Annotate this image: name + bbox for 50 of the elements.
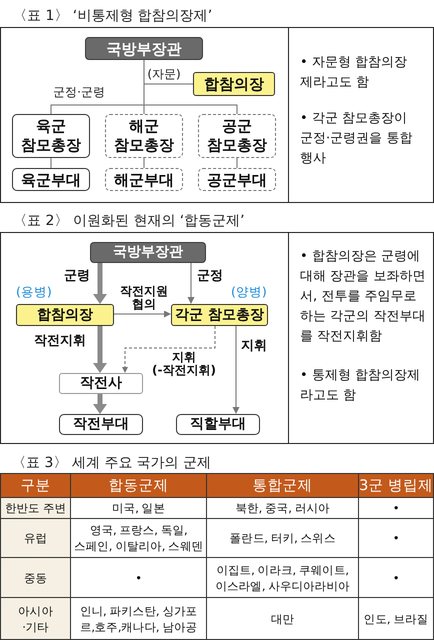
org-box: 해군부대 — [105, 168, 183, 191]
org-box: 공군 참모총장 — [198, 114, 276, 158]
role-label: (양병) — [231, 285, 267, 299]
org-box: 육군부대 — [12, 168, 90, 191]
figure-title: 〈표 3〉 세계 주요 국가의 군제 — [12, 454, 212, 472]
arrow — [188, 262, 194, 304]
arrow — [93, 263, 107, 304]
org-box: 공군부대 — [198, 168, 276, 191]
table-cell: 유럽 — [0, 518, 71, 558]
org-box: 해군 참모총장 — [105, 114, 183, 158]
note-text: • 자문형 합참의장제라고도 함 — [300, 54, 407, 92]
table-cell: 인도, 브라질 — [358, 597, 434, 640]
note-text: • 합참의장은 군령에 대해 장관을 보좌하면서, 전투를 주임무로 하는 각군의 작전부대를 작전지휘함 — [300, 248, 426, 346]
figure-title: 〈표 1〉 ‘비통제형 합참의장제’ — [13, 7, 212, 25]
arrow — [122, 326, 216, 373]
edge-label: 작전지원 협의 — [120, 285, 168, 311]
edge-label: 지휘 — [241, 338, 267, 354]
edge-label: 군정 — [197, 268, 223, 284]
edge-label: (자문) — [147, 67, 181, 81]
header-cell: 구분 — [0, 473, 71, 498]
table-cell: 한반도 주변 — [0, 497, 71, 519]
org-box: 국방부장관 — [90, 242, 206, 263]
header-cell: 합동군제 — [70, 473, 207, 498]
connector-line — [144, 60, 194, 84]
connector-line — [50, 158, 52, 168]
connector-line — [236, 158, 238, 168]
arrow — [114, 310, 171, 318]
role-label: (용병) — [16, 285, 52, 299]
note-text: • 통제형 합참의장제라고도 함 — [300, 367, 420, 405]
org-box: 각군 참모총장 — [171, 304, 268, 326]
org-box: 합참의장 — [193, 72, 275, 96]
arrow — [232, 326, 240, 414]
note-text: • 각군 참모총장이 군정·군령권을 통합 행사 — [300, 110, 412, 168]
org-box: 합참의장 — [16, 304, 114, 326]
figure-title: 〈표 2〉 이원화된 현재의 ‘합동군제’ — [13, 212, 245, 230]
org-box: 작전사 — [59, 373, 143, 394]
arrow — [93, 394, 107, 414]
table-cell: 중동 — [0, 557, 71, 598]
org-box: 육군 참모총장 — [12, 114, 90, 158]
edge-label: 작전지휘 — [34, 334, 86, 348]
header-cell: 3군 병립제 — [358, 473, 434, 498]
edge-label: 지휘 (-작전지휘) — [152, 351, 216, 377]
org-box: 작전부대 — [59, 414, 143, 435]
edge-label: 군정·군령 — [53, 85, 105, 99]
edge-label: 군령 — [64, 268, 90, 284]
table-cell: 아시아 ·기타 — [0, 597, 71, 640]
arrow — [93, 326, 107, 373]
org-box: 국방부장관 — [85, 37, 203, 60]
org-box: 직할부대 — [176, 414, 260, 435]
header-cell: 통합군제 — [206, 473, 359, 498]
